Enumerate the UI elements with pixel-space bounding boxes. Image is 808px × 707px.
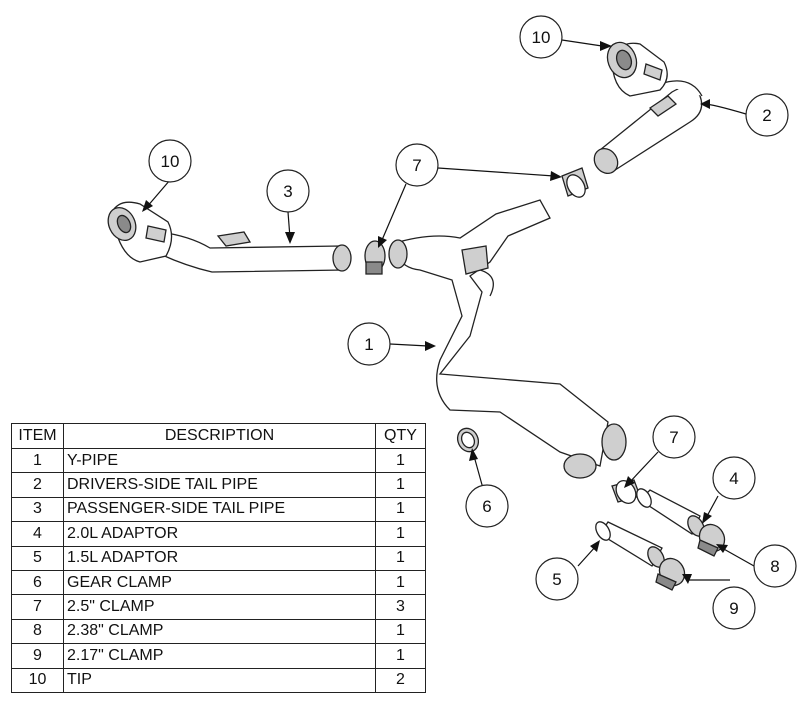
passenger-side-tail-pipe (159, 231, 352, 273)
drivers-side-tail-pipe (593, 80, 703, 175)
bom-item: 1 (11, 447, 64, 474)
bom-item: 6 (11, 569, 64, 596)
leader-lines (142, 39, 755, 584)
callout-9: 9 (712, 586, 756, 630)
bom-item: 8 (11, 618, 64, 645)
svg-text:8: 8 (770, 557, 779, 576)
bom-header-row: ITEM DESCRIPTION QTY (11, 423, 426, 449)
bom-description: PASSENGER-SIDE TAIL PIPE (63, 496, 376, 523)
clamp-7-bottom (611, 479, 641, 504)
callout-6: 6 (465, 484, 509, 528)
bom-row: 8 2.38" CLAMP 1 (11, 618, 426, 645)
svg-text:7: 7 (669, 428, 678, 447)
bom-row: 1 Y-PIPE 1 (11, 447, 426, 474)
bom-row: 2 DRIVERS-SIDE TAIL PIPE 1 (11, 472, 426, 498)
callout-10-top-right: 10 (519, 15, 563, 59)
bom-qty: 1 (375, 496, 426, 523)
bom-description: GEAR CLAMP (63, 569, 376, 596)
bom-row: 3 PASSENGER-SIDE TAIL PIPE 1 (11, 496, 426, 523)
svg-text:7: 7 (412, 156, 421, 175)
bom-item: 2 (11, 472, 64, 498)
svg-text:4: 4 (729, 469, 738, 488)
callout-7-top: 7 (395, 143, 439, 187)
svg-text:9: 9 (729, 599, 738, 618)
clamp-2-17 (655, 557, 686, 591)
clamp-7-top (561, 167, 589, 198)
y-pipe (388, 199, 627, 479)
tip-right (606, 41, 668, 97)
bom-header-item: ITEM (11, 423, 64, 449)
bom-description: Y-PIPE (63, 447, 376, 474)
bom-qty: 1 (375, 618, 426, 645)
bill-of-materials-table: ITEM DESCRIPTION QTY 1 Y-PIPE 1 2 DRIVER… (11, 423, 426, 693)
svg-text:1: 1 (364, 335, 373, 354)
bom-qty: 1 (375, 643, 426, 669)
bom-qty: 1 (375, 521, 426, 547)
svg-text:6: 6 (482, 497, 491, 516)
callout-2: 2 (745, 93, 789, 137)
callout-10-left: 10 (148, 139, 192, 183)
callout-8: 8 (753, 544, 797, 588)
callout-5: 5 (535, 557, 579, 601)
bom-row: 7 2.5" CLAMP 3 (11, 594, 426, 620)
bom-row: 9 2.17" CLAMP 1 (11, 643, 426, 669)
callout-3: 3 (266, 169, 310, 213)
adaptor-2-0l (636, 488, 705, 537)
bom-qty: 1 (375, 447, 426, 474)
bom-description: TIP (63, 667, 376, 693)
bom-qty: 1 (375, 472, 426, 498)
bom-qty: 1 (375, 545, 426, 571)
callout-1: 1 (347, 322, 391, 366)
bom-description: DRIVERS-SIDE TAIL PIPE (63, 472, 376, 498)
bom-row: 6 GEAR CLAMP 1 (11, 569, 426, 596)
bom-qty: 1 (375, 569, 426, 596)
svg-text:2: 2 (762, 106, 771, 125)
bom-description: 2.5" CLAMP (63, 594, 376, 620)
bom-item: 4 (11, 521, 64, 547)
svg-text:10: 10 (161, 152, 180, 171)
clamp-7-left (364, 240, 386, 275)
bom-qty: 3 (375, 594, 426, 620)
bom-header-description: DESCRIPTION (63, 423, 376, 449)
callout-4: 4 (712, 456, 756, 500)
bom-qty: 2 (375, 667, 426, 693)
svg-text:5: 5 (552, 570, 561, 589)
bom-row: 10 TIP 2 (11, 667, 426, 693)
svg-text:10: 10 (532, 28, 551, 47)
bom-item: 3 (11, 496, 64, 523)
gear-clamp (456, 427, 480, 453)
svg-text:3: 3 (283, 182, 292, 201)
adaptor-1-5l (595, 521, 665, 568)
bom-row: 4 2.0L ADAPTOR 1 (11, 521, 426, 547)
bom-item: 5 (11, 545, 64, 571)
bom-item: 9 (11, 643, 64, 669)
bom-item: 7 (11, 594, 64, 620)
bom-row: 5 1.5L ADAPTOR 1 (11, 545, 426, 571)
callout-7-right: 7 (652, 415, 696, 459)
bom-description: 2.0L ADAPTOR (63, 521, 376, 547)
bom-description: 2.38" CLAMP (63, 618, 376, 645)
bom-item: 10 (11, 667, 64, 693)
bom-description: 2.17" CLAMP (63, 643, 376, 669)
bom-header-qty: QTY (375, 423, 426, 449)
tip-left (107, 201, 173, 263)
bom-description: 1.5L ADAPTOR (63, 545, 376, 571)
